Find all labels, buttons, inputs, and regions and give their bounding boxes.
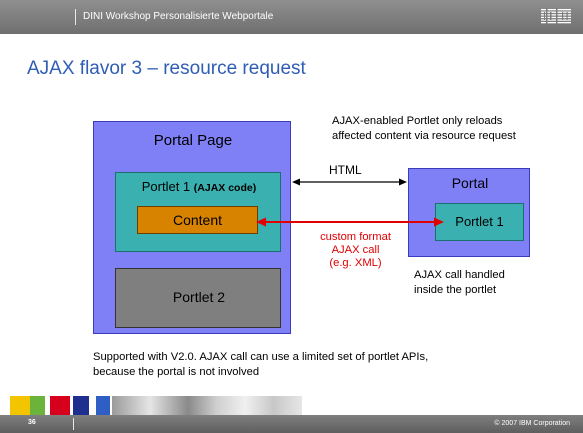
header-divider bbox=[75, 9, 76, 25]
note-right: AJAX call handled inside the portlet bbox=[414, 268, 505, 298]
footer-photo-strip bbox=[112, 396, 302, 415]
note-bottom-line-2: because the portal is not involved bbox=[93, 366, 260, 378]
portal-page-label: Portal Page bbox=[153, 132, 233, 149]
page-number: 36 bbox=[28, 419, 36, 426]
note-bottom-line-1: Supported with V2.0. AJAX call can use a… bbox=[93, 351, 429, 363]
ajax-arrow-right-head bbox=[434, 217, 444, 227]
portal-portlet1-box: Portlet 1 bbox=[435, 203, 524, 241]
ajax-call-label-line-3: (e.g. XML) bbox=[329, 257, 382, 269]
footer-color-block-blue bbox=[96, 396, 110, 415]
portal-box: Portal Portlet 1 bbox=[408, 168, 530, 257]
footer-color-block-green bbox=[30, 396, 45, 415]
ajax-call-label: custom format AJAX call (e.g. XML) bbox=[304, 231, 407, 270]
copyright-text: © 2007 IBM Corporation bbox=[494, 420, 570, 427]
footer-color-block-red bbox=[50, 396, 70, 415]
note-top: AJAX-enabled Portlet only reloads affect… bbox=[332, 114, 516, 144]
content-label: Content bbox=[172, 212, 223, 228]
content-box: Content bbox=[137, 206, 258, 234]
portlet1-label: Portlet 1 (AJAX code) bbox=[116, 179, 282, 194]
portal-label: Portal bbox=[451, 175, 489, 191]
portal-page-box: Portal Page Portlet 1 (AJAX code) Conten… bbox=[93, 121, 291, 334]
html-arrow-left-head bbox=[292, 178, 300, 186]
portlet2-label: Portlet 2 bbox=[172, 289, 226, 305]
footer-divider bbox=[73, 418, 74, 430]
note-top-line-1: AJAX-enabled Portlet only reloads bbox=[332, 115, 503, 127]
portlet2-box: Portlet 2 bbox=[115, 268, 281, 328]
ajax-call-label-line-1: custom format bbox=[320, 231, 391, 243]
portal-portlet1-label: Portlet 1 bbox=[455, 214, 504, 229]
note-right-line-2: inside the portlet bbox=[414, 284, 497, 296]
ajax-call-label-line-2: AJAX call bbox=[331, 244, 380, 256]
portlet1-box: Portlet 1 (AJAX code) Content bbox=[115, 172, 281, 252]
footer-decoration-strip bbox=[0, 396, 583, 433]
note-bottom: Supported with V2.0. AJAX call can use a… bbox=[93, 350, 428, 380]
header-bar bbox=[0, 0, 583, 34]
header-title: DINI Workshop Personalisierte Webportale bbox=[83, 11, 274, 22]
slide-title: AJAX flavor 3 – resource request bbox=[27, 58, 306, 79]
html-arrow-right-head bbox=[399, 178, 407, 186]
ibm-logo bbox=[541, 8, 571, 24]
html-label: HTML bbox=[329, 163, 362, 177]
portlet1-sublabel: (AJAX code) bbox=[193, 182, 257, 194]
portlet1-name: Portlet 1 bbox=[141, 179, 191, 194]
footer-bar bbox=[0, 415, 583, 433]
note-right-line-1: AJAX call handled bbox=[414, 269, 505, 281]
note-top-line-2: affected content via resource request bbox=[332, 130, 516, 142]
footer-color-block-navy bbox=[73, 396, 89, 415]
footer-color-block-yellow bbox=[10, 396, 30, 415]
ajax-arrow-left-head bbox=[256, 217, 266, 227]
